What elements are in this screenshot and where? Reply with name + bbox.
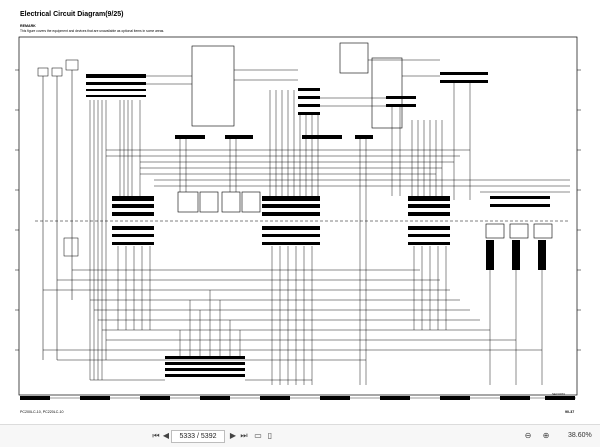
next-page-icon[interactable]: ▶ bbox=[229, 431, 237, 440]
first-page-icon[interactable]: ⏮ bbox=[152, 431, 160, 440]
footer-page-code: 90-37 bbox=[565, 410, 575, 414]
prev-page-icon[interactable]: ◀ bbox=[162, 431, 170, 440]
remark-heading: REMARK bbox=[20, 24, 36, 28]
page-number-input[interactable]: 5333 / 5392 bbox=[171, 430, 225, 443]
viewer-toolbar: ⏮ ◀ 5333 / 5392 ▶ ⏭ ▭ ▯ ⊖ ⊕ 38.60% bbox=[0, 424, 600, 447]
fit-width-icon[interactable]: ▭ bbox=[254, 431, 262, 440]
fit-page-icon[interactable]: ▯ bbox=[267, 431, 273, 440]
footer-models: PC200LC-10, PC220LC-10 bbox=[20, 410, 64, 414]
remark-text: This figure covers the equipment and dev… bbox=[20, 29, 165, 33]
circuit-diagram bbox=[15, 36, 581, 400]
zoom-out-icon[interactable]: ⊖ bbox=[524, 431, 532, 440]
sheet-code: SEC0073 bbox=[552, 392, 565, 396]
document-page: Electrical Circuit Diagram(9/25) REMARK … bbox=[15, 11, 581, 414]
zoom-level: 38.60% bbox=[568, 432, 592, 439]
zoom-in-icon[interactable]: ⊕ bbox=[542, 431, 550, 440]
last-page-icon[interactable]: ⏭ bbox=[240, 431, 248, 440]
page-title: Electrical Circuit Diagram(9/25) bbox=[20, 11, 124, 18]
